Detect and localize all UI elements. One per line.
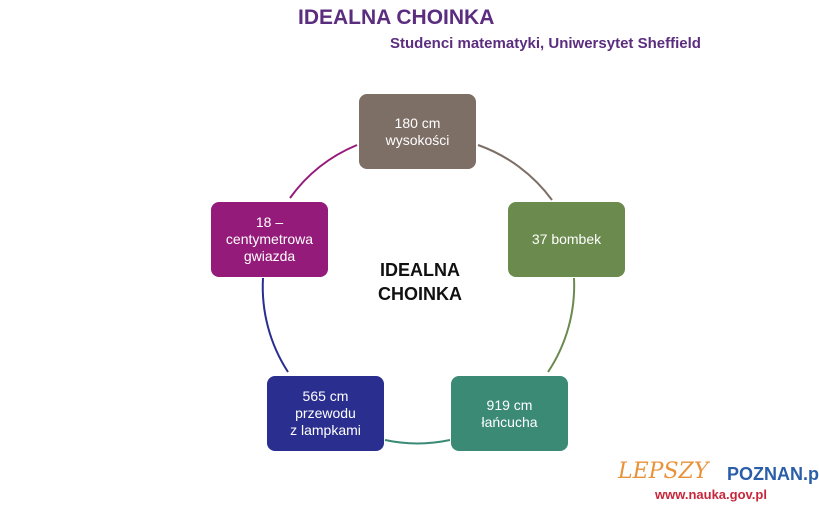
page-subtitle: Studenci matematyki, Uniwersytet Sheffie…	[390, 35, 701, 52]
arc-bottom	[384, 439, 451, 445]
arc-right-bottomright	[547, 277, 576, 373]
center-label: IDEALNA CHOINKA	[378, 260, 462, 304]
arc-left-top	[289, 144, 358, 199]
watermark-brand1: LEPSZY	[618, 459, 709, 484]
watermark-url: www.nauka.gov.pl	[655, 487, 767, 502]
page-title: IDEALNA CHOINKA	[298, 6, 495, 29]
watermark-brand2: POZNAN.pl	[727, 464, 819, 484]
arc-bottomleft-left	[261, 277, 289, 373]
node-height: 180 cm wysokości	[359, 94, 476, 169]
node-lights: 565 cm przewodu z lampkami	[267, 376, 384, 451]
node-star: 18 – centymetrowa gwiazda	[211, 202, 328, 277]
node-tinsel: 919 cm łańcucha	[451, 376, 568, 451]
arc-top-right	[477, 144, 553, 201]
node-baubles: 37 bombek	[508, 202, 625, 277]
